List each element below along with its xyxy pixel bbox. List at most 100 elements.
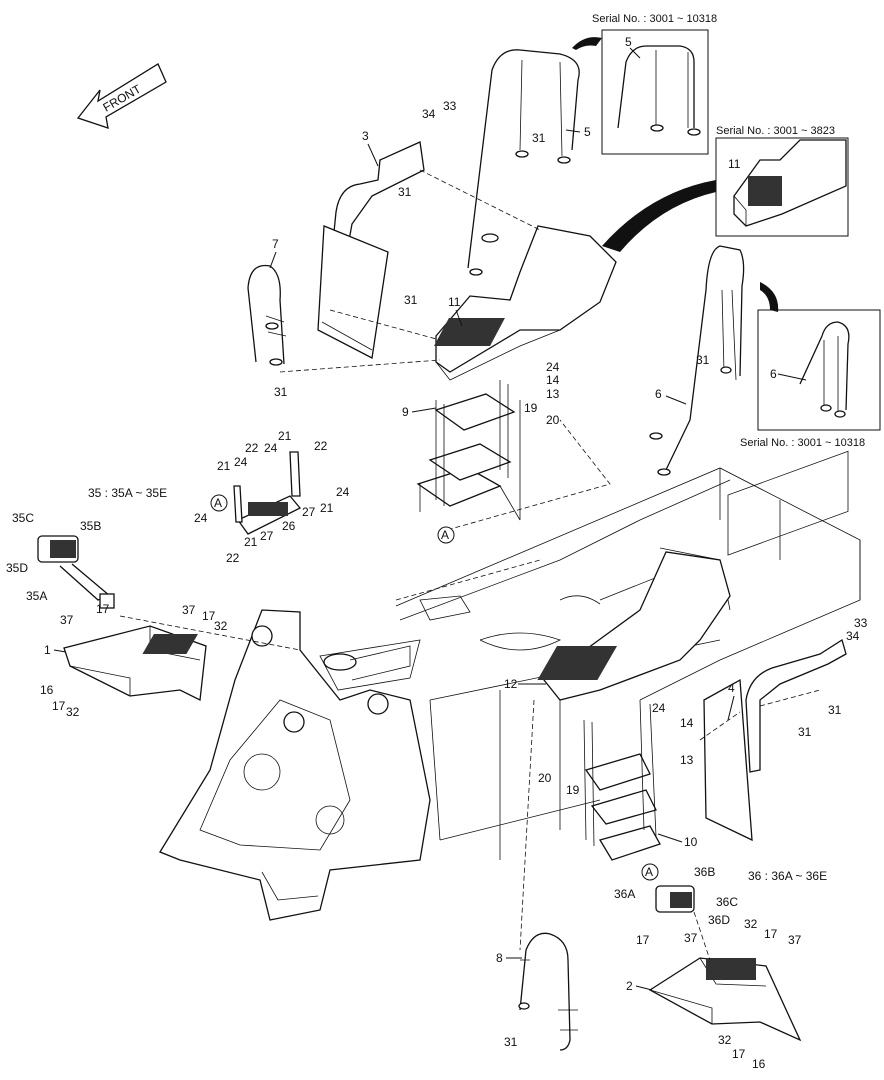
callout-9: 9 xyxy=(402,405,409,419)
handrail-7 xyxy=(247,264,287,366)
inset-grid-2 xyxy=(748,176,782,206)
callout-24b: 24 xyxy=(264,441,278,455)
inset-serial-1: Serial No. : 3001 ~ 10318 xyxy=(592,13,717,25)
ladder-10 xyxy=(583,699,661,861)
callout-36c: 36C xyxy=(716,895,738,909)
ref-a-label-3: A xyxy=(645,865,653,879)
ref-a-label-1: A xyxy=(214,496,222,510)
callout-31a: 31 xyxy=(398,185,412,199)
callout-27a: 27 xyxy=(302,505,316,519)
callout-37d: 37 xyxy=(788,933,802,947)
callout-4: 4 xyxy=(728,681,735,695)
fender-1 xyxy=(63,625,207,701)
callout-32b: 32 xyxy=(66,705,80,719)
callout-36a: 36A xyxy=(614,887,635,901)
handrail-8 xyxy=(518,932,578,1051)
callout-21a: 21 xyxy=(217,459,231,473)
callout-5: 5 xyxy=(584,125,591,139)
callout-12: 12 xyxy=(504,677,518,691)
callout-31f: 31 xyxy=(828,703,842,717)
callout-37b: 37 xyxy=(182,603,196,617)
loader-frame xyxy=(159,609,431,921)
callout-31d: 31 xyxy=(532,131,546,145)
lamp-36 xyxy=(655,885,695,913)
step-26-assembly xyxy=(233,451,302,535)
callout-7: 7 xyxy=(272,237,279,251)
callout-31g: 31 xyxy=(798,725,812,739)
lamp-35 xyxy=(37,535,115,609)
callout-35a: 35A xyxy=(26,589,47,603)
callout-24c: 24 xyxy=(336,485,350,499)
callout-19a: 19 xyxy=(524,401,538,415)
callout-2: 2 xyxy=(626,979,633,993)
callout-10: 10 xyxy=(684,835,698,849)
callout-21d: 21 xyxy=(244,535,258,549)
callout-6: 6 xyxy=(655,387,662,401)
callout-35d: 35D xyxy=(6,561,28,575)
callout-27b: 27 xyxy=(260,529,274,543)
note-lamp-36: 36 : 36A ~ 36E xyxy=(748,869,827,883)
callout-36b: 36B xyxy=(694,865,715,879)
callout-16a: 16 xyxy=(40,683,54,697)
callout-36d: 36D xyxy=(708,913,730,927)
callout-24e: 24 xyxy=(652,701,666,715)
callout-37c: 37 xyxy=(684,931,698,945)
callout-35b: 35B xyxy=(80,519,101,533)
ref-a-label-2: A xyxy=(441,528,449,542)
callout-14b: 14 xyxy=(680,716,694,730)
callout-17a: 17 xyxy=(52,699,66,713)
callout-22c: 22 xyxy=(226,551,240,565)
callout-17c: 17 xyxy=(202,609,216,623)
inset-box-handrail-6: 6 Serial No. : 3001 ~ 10318 xyxy=(740,282,881,449)
ref-a-markers: A A A xyxy=(210,494,659,881)
callout-17d: 17 xyxy=(636,933,650,947)
callout-34a: 34 xyxy=(422,107,436,121)
callout-22b: 22 xyxy=(314,439,328,453)
callout-24d: 24 xyxy=(194,511,208,525)
handrail-6 xyxy=(649,245,745,476)
callout-3: 3 xyxy=(362,129,369,143)
handrail-5 xyxy=(467,49,580,276)
ladder-9 xyxy=(416,380,521,521)
callout-17f: 17 xyxy=(732,1047,746,1061)
callout-21b: 21 xyxy=(278,429,292,443)
step-11 xyxy=(434,225,617,381)
callout-32a: 32 xyxy=(214,619,228,633)
callout-24f: 24 xyxy=(546,360,560,374)
inset-part-label-1: 5 xyxy=(625,35,632,49)
callout-17e: 17 xyxy=(764,927,778,941)
callout-20a: 20 xyxy=(546,413,560,427)
callout-21c: 21 xyxy=(320,501,334,515)
fender-2 xyxy=(648,957,802,1042)
panel-4 xyxy=(703,638,847,842)
callout-31c: 31 xyxy=(274,385,288,399)
callout-8: 8 xyxy=(496,951,503,965)
note-lamp-35: 35 : 35A ~ 35E xyxy=(88,486,167,500)
panel-3 xyxy=(317,141,425,359)
callout-35c: 35C xyxy=(12,511,34,525)
callout-16b: 16 xyxy=(752,1057,766,1071)
callout-32c: 32 xyxy=(744,917,758,931)
callout-labels: 1 2 3 4 5 6 7 8 9 10 11 12 13 13 14 14 1… xyxy=(6,99,868,1071)
inset-part-label-3: 6 xyxy=(770,367,777,381)
inset-box-step-11: Serial No. : 3001 ~ 3823 11 xyxy=(602,125,849,252)
callout-34b: 34 xyxy=(846,629,860,643)
callout-31h: 31 xyxy=(504,1035,518,1049)
callout-19b: 19 xyxy=(566,783,580,797)
callout-26: 26 xyxy=(282,519,296,533)
step-12 xyxy=(537,551,731,701)
callout-32d: 32 xyxy=(718,1033,732,1047)
callout-24a: 24 xyxy=(234,455,248,469)
inset-serial-2: Serial No. : 3001 ~ 3823 xyxy=(716,125,835,137)
callout-31b: 31 xyxy=(404,293,418,307)
inset-box-handrail-5: Serial No. : 3001 ~ 10318 5 xyxy=(572,13,717,155)
inset-serial-3: Serial No. : 3001 ~ 10318 xyxy=(740,437,865,449)
callout-22a: 22 xyxy=(245,441,259,455)
front-arrow: FRONT xyxy=(76,63,167,129)
callout-20b: 20 xyxy=(538,771,552,785)
callout-33a: 33 xyxy=(443,99,457,113)
callout-37a: 37 xyxy=(60,613,74,627)
inset-part-label-2: 11 xyxy=(728,157,741,171)
callout-14a: 14 xyxy=(546,373,560,387)
